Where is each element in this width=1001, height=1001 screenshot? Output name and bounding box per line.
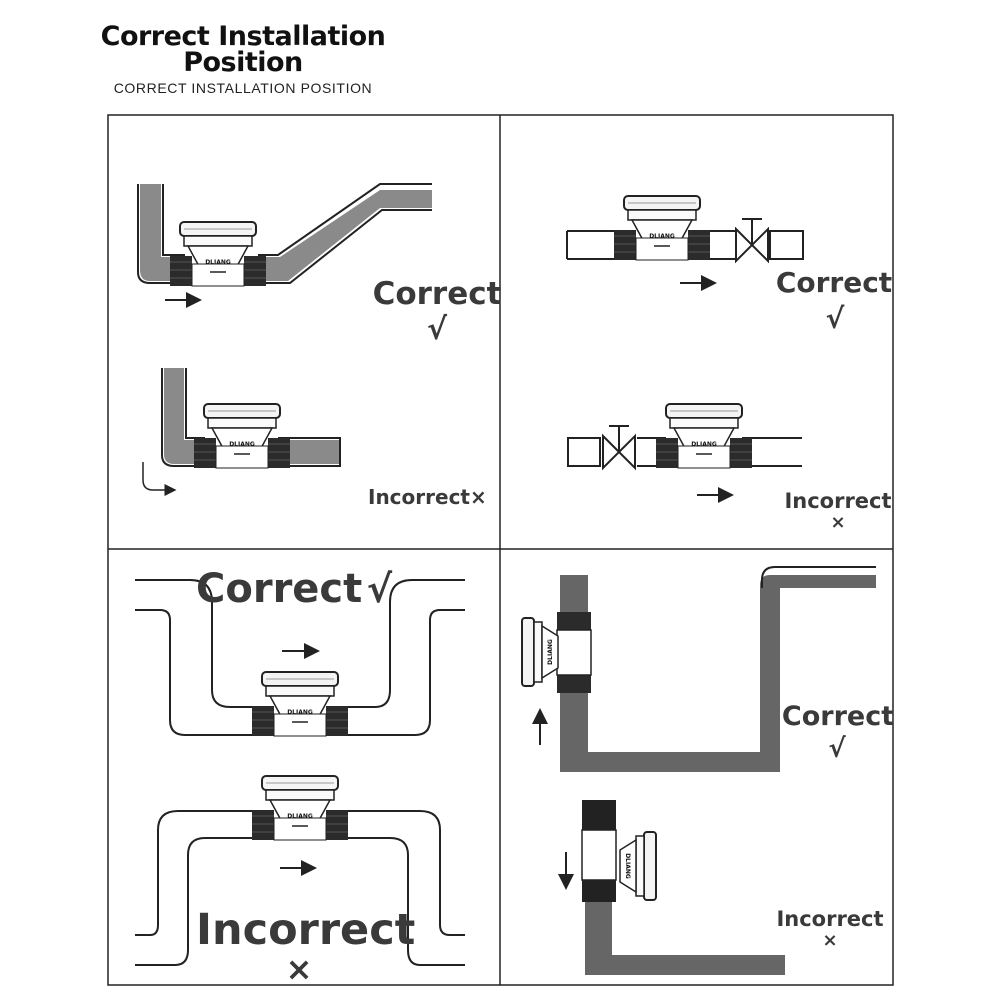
panel-3-correct: Correct √ <box>196 566 406 612</box>
panel-4-cross-icon: × <box>822 930 838 951</box>
panel-2-correct-label: Correct <box>775 266 893 299</box>
page-subtitle: CORRECT INSTALLATION POSITION <box>113 80 373 96</box>
panel-3-cross-icon: × <box>285 950 313 988</box>
panel-3-incorrect-label: Incorrect <box>196 905 416 955</box>
panel-2-cross-icon: × <box>830 512 846 533</box>
title-line-2: Position <box>183 47 303 78</box>
panel-1-incorrect-label: Incorrect <box>368 485 470 509</box>
panel-1-incorrect: Incorrect × <box>368 485 498 509</box>
panel-2-incorrect-label: Incorrect <box>784 489 892 513</box>
svg-text:DLIANG: DLIANG <box>624 853 631 879</box>
page-title: Correct Installation Position <box>60 21 426 78</box>
panel-2-check-icon: √ <box>825 302 845 335</box>
panel-1-correct-label: Correct <box>372 276 502 312</box>
panel-1-cross-icon: × <box>469 485 487 509</box>
svg-text:DLIANG: DLIANG <box>547 639 554 665</box>
panel-4-incorrect-label: Incorrect <box>776 907 884 931</box>
title-line-1: Correct Installation <box>100 21 386 52</box>
panel-4-correct-label: Correct <box>781 701 895 732</box>
panel-1-check-icon: √ <box>426 312 447 347</box>
panel-3-check-icon: √ <box>366 567 393 611</box>
panel-4-check-icon: √ <box>828 734 846 764</box>
panel-3-correct-label: Correct <box>196 566 363 612</box>
